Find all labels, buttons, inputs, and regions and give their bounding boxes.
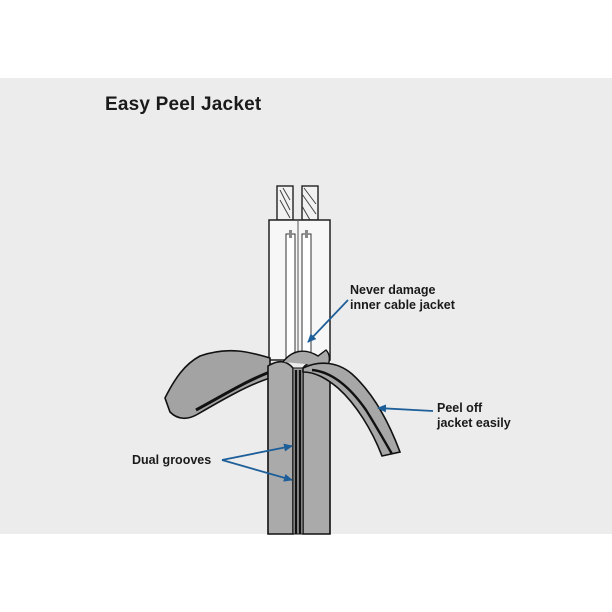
arrow-peel-off — [377, 404, 434, 413]
callout-peel-off: Peel off jacket easily — [437, 401, 511, 431]
callout-never-damage-line1: Never damage — [350, 283, 436, 297]
inner-cable-jacket — [268, 219, 331, 361]
callout-peel-off-line1: Peel off — [437, 401, 483, 415]
arrow-dual-groove-upper — [221, 443, 293, 461]
right-peeled-flap — [302, 362, 402, 457]
diagram-title: Easy Peel Jacket — [105, 94, 262, 115]
callout-peel-off-line2: jacket easily — [437, 416, 511, 430]
callout-never-damage: Never damage inner cable jacket — [350, 283, 455, 313]
callout-never-damage-line2: inner cable jacket — [350, 298, 455, 312]
conductor-strands — [276, 185, 319, 221]
callout-dual-grooves-line1: Dual grooves — [132, 453, 212, 467]
arrow-never-damage — [307, 299, 349, 343]
outer-jacket-body — [267, 349, 331, 535]
left-peeled-flap — [164, 349, 271, 420]
arrow-dual-groove-lower — [221, 459, 293, 482]
callout-dual-grooves: Dual grooves — [132, 453, 211, 468]
callout-arrows — [221, 299, 434, 482]
